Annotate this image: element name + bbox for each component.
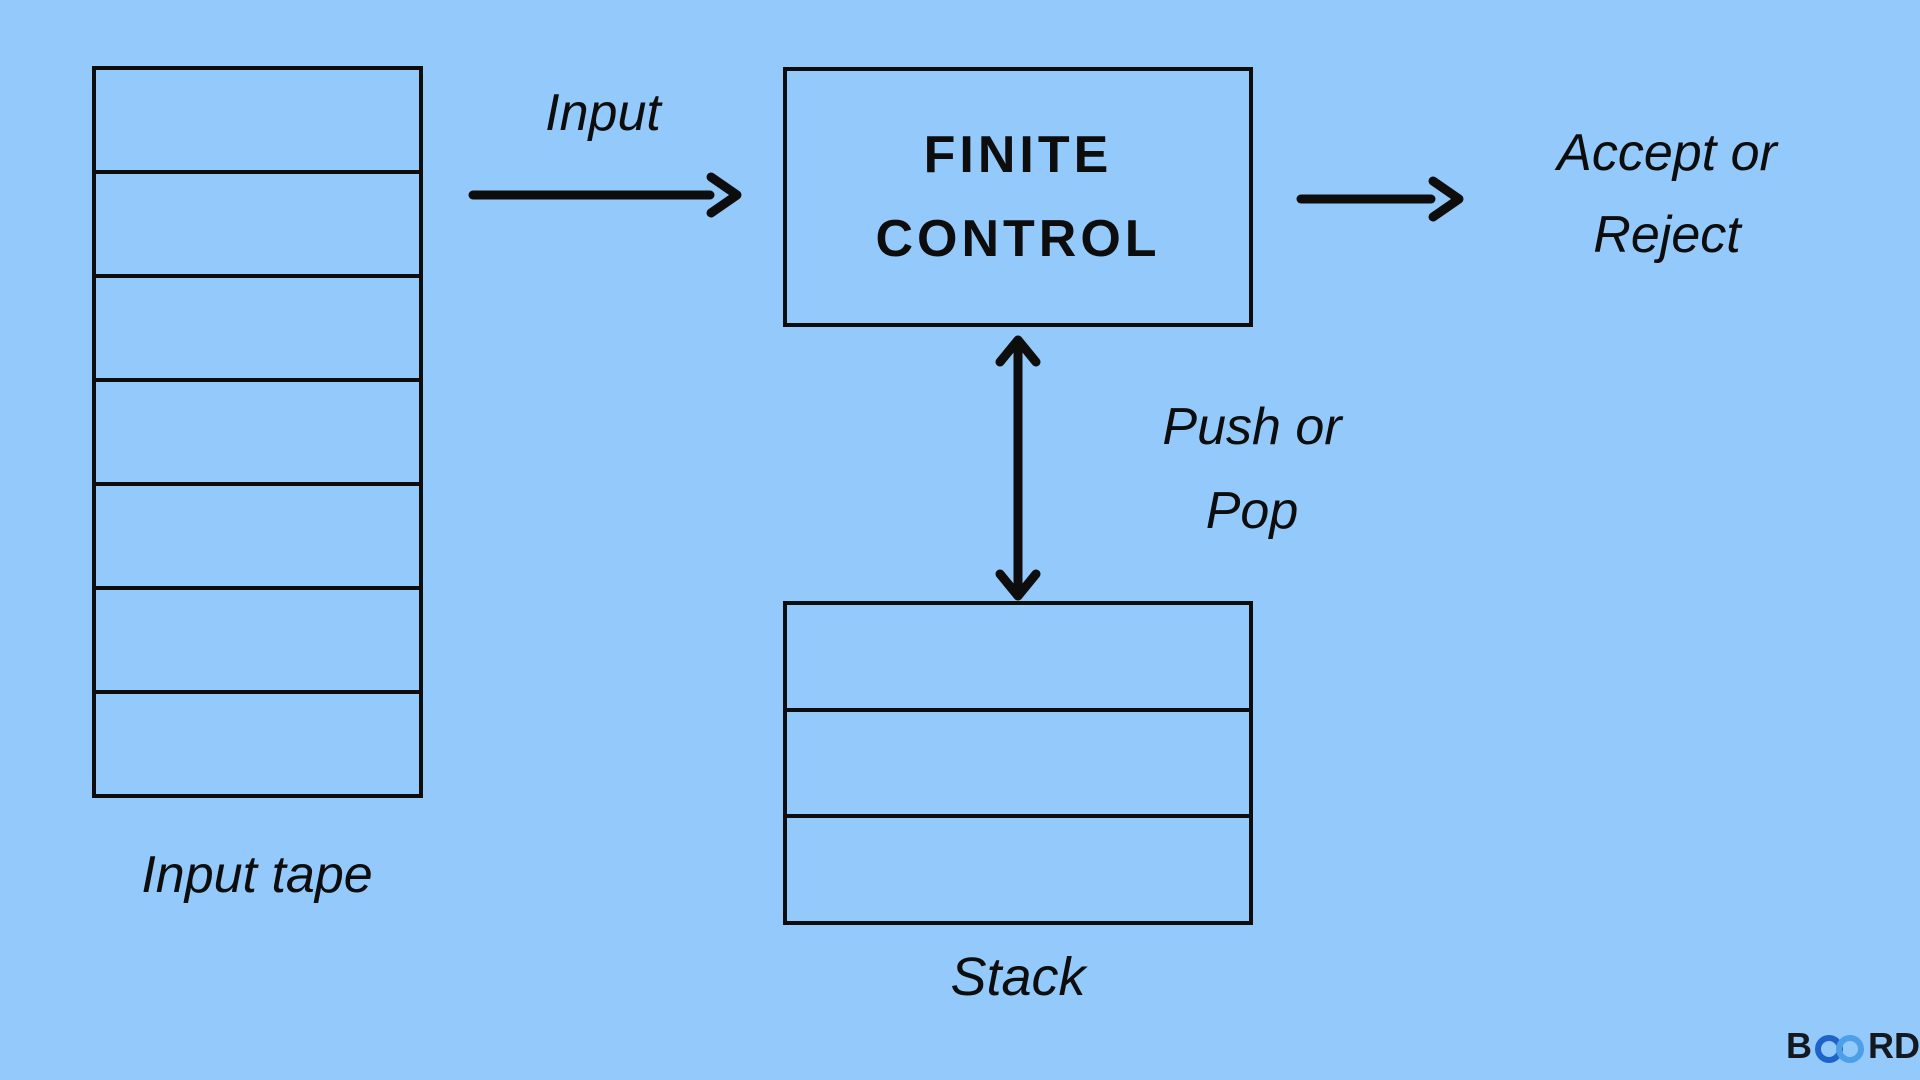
cell	[96, 482, 419, 586]
finite-control-line2: CONTROL	[875, 210, 1161, 268]
cell	[96, 586, 419, 690]
cell	[96, 378, 419, 482]
accept-reject-line2: Reject	[1593, 206, 1741, 264]
board-logo: B RD	[1786, 1024, 1920, 1068]
infinity-icon	[1815, 1035, 1864, 1063]
input-tape-label: Input tape	[141, 846, 373, 904]
logo-suffix: RD	[1868, 1025, 1920, 1066]
input-arrow-label: Input	[545, 84, 661, 142]
cell	[787, 707, 1249, 815]
cell	[96, 70, 419, 170]
cell	[96, 170, 419, 274]
input-tape	[92, 66, 423, 798]
output-arrow-icon	[1296, 176, 1464, 222]
finite-control-box: FINITE CONTROL	[783, 67, 1253, 327]
accept-reject-line1: Accept or	[1557, 124, 1777, 182]
finite-control-line1: FINITE	[923, 126, 1113, 184]
push-pop-arrow-icon	[995, 335, 1041, 601]
accept-reject-label: Accept or Reject	[1492, 112, 1842, 276]
logo-prefix: B	[1786, 1025, 1812, 1066]
cell	[787, 814, 1249, 921]
push-pop-line2: Pop	[1205, 482, 1299, 540]
push-pop-label: Push or Pop	[1097, 385, 1407, 553]
cell	[787, 605, 1249, 708]
cell	[96, 274, 419, 378]
input-arrow-icon	[468, 172, 742, 218]
stack	[783, 601, 1253, 925]
push-pop-line1: Push or	[1162, 398, 1342, 456]
cell	[96, 690, 419, 794]
stack-label: Stack	[950, 947, 1086, 1007]
